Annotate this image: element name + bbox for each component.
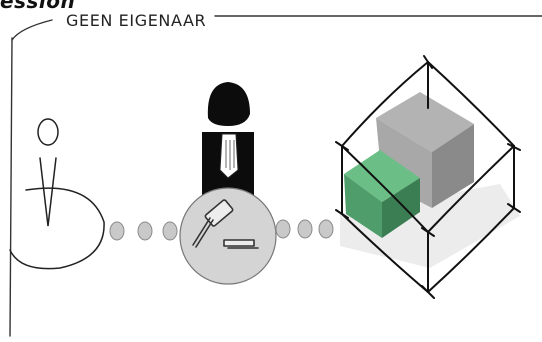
gavel-circle [179, 187, 277, 285]
gavel-icon [192, 199, 259, 249]
frame-border [9, 15, 542, 337]
wire-cube-outline [335, 55, 521, 299]
connector-dots-right [275, 219, 334, 239]
connector-dots-left [109, 221, 178, 241]
3d-box-cluster-icon [340, 92, 520, 268]
frame-label: GEEN EIGENAAR [62, 11, 211, 30]
judge-figure-icon [202, 82, 254, 196]
cut-title-text: ession [0, 0, 76, 13]
person-sketch-icon [9, 118, 105, 270]
